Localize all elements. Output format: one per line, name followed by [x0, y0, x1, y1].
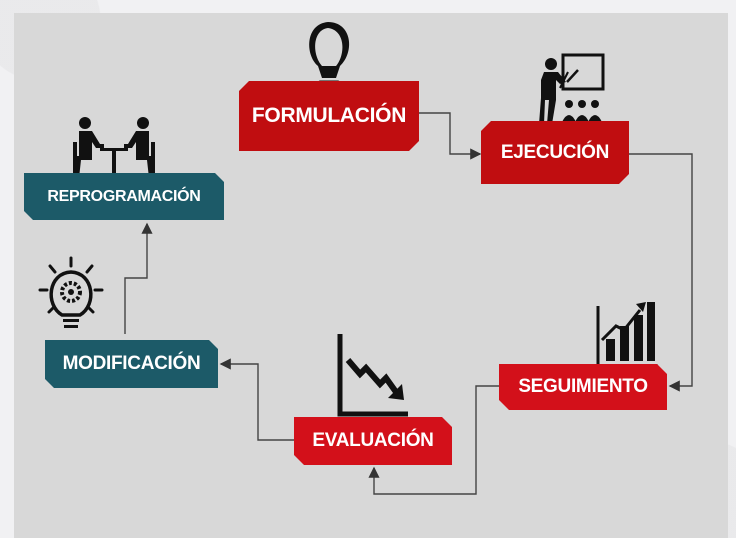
bar-chart-rising-icon	[596, 302, 658, 368]
stage-modificacion: MODIFICACIÓN	[45, 340, 218, 388]
gear-lightbulb-icon	[38, 256, 104, 328]
stage-formulacion: FORMULACIÓN	[239, 81, 419, 151]
stage-ejecucion: EJECUCIÓN	[481, 121, 629, 184]
arrow-seguimiento-to-evaluacion	[368, 385, 500, 495]
lightbulb-icon	[309, 22, 350, 97]
stage-reprogramacion-label: REPROGRAMACIÓN	[47, 187, 201, 205]
declining-chart-icon	[337, 334, 408, 417]
arrow-ejecucion-to-seguimiento	[629, 153, 693, 392]
meeting-table-icon	[73, 117, 155, 178]
presenter-audience-icon	[539, 53, 605, 124]
stage-seguimiento-label: SEGUIMIENTO	[518, 376, 648, 397]
stage-modificacion-label: MODIFICACIÓN	[62, 353, 201, 374]
stage-evaluacion-label: EVALUACIÓN	[312, 430, 434, 451]
stage-reprogramacion: REPROGRAMACIÓN	[24, 173, 224, 220]
arrow-modificacion-to-reprogramacion	[124, 222, 153, 334]
stage-formulacion-label: FORMULACIÓN	[251, 104, 407, 127]
stage-ejecucion-label: EJECUCIÓN	[500, 141, 610, 163]
stage-seguimiento: SEGUIMIENTO	[499, 364, 667, 410]
arrow-formulacion-to-ejecucion	[418, 112, 482, 160]
stage-evaluacion: EVALUACIÓN	[294, 417, 452, 465]
arrow-evaluacion-to-modificacion	[219, 358, 294, 441]
